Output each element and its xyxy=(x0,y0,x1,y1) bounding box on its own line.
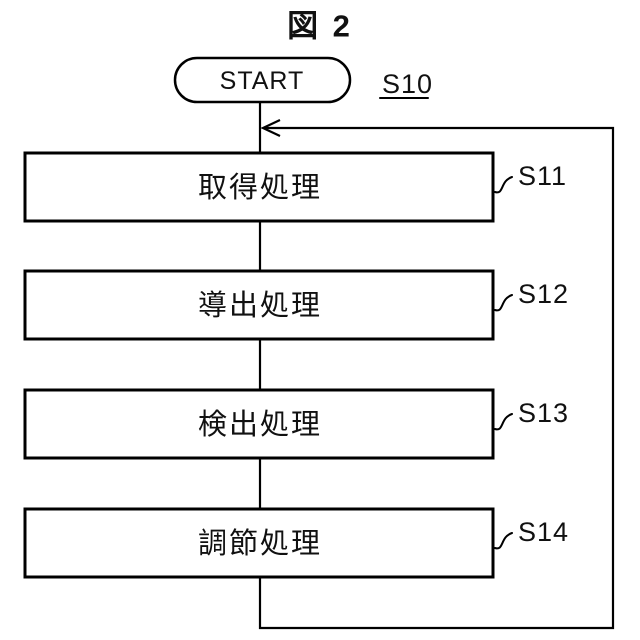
start-step-id-text: S10 xyxy=(382,69,433,99)
step-id-text: S14 xyxy=(518,517,569,547)
start-step-id: S10 xyxy=(379,69,433,99)
leader-squiggle xyxy=(494,532,513,550)
leader-squiggle xyxy=(494,294,513,312)
start-node: START xyxy=(173,56,352,104)
process-label: 取得処理 xyxy=(198,171,322,204)
step-id-text: S12 xyxy=(518,279,569,309)
start-label: START xyxy=(220,67,305,95)
process-label: 調節処理 xyxy=(198,527,322,560)
step-id-text: S13 xyxy=(518,398,569,428)
process-step-2: 導出処理 S12 xyxy=(23,269,569,341)
loop-back-line xyxy=(258,126,615,630)
figure-title: 図 2 xyxy=(287,9,353,44)
process-box xyxy=(23,388,495,460)
start-stadium-shape xyxy=(173,56,352,104)
process-step-1: 取得処理 S11 xyxy=(23,151,567,223)
leader-squiggle xyxy=(494,176,513,194)
loop-arrowhead-icon xyxy=(260,119,281,137)
process-box xyxy=(23,507,495,579)
process-label: 検出処理 xyxy=(198,408,322,441)
leader-squiggle xyxy=(494,413,513,431)
process-step-3: 検出処理 S13 xyxy=(23,388,569,460)
process-label: 導出処理 xyxy=(198,289,322,322)
process-box xyxy=(23,269,495,341)
step-id-text: S11 xyxy=(518,161,567,191)
process-step-4: 調節処理 S14 xyxy=(23,507,569,579)
process-box xyxy=(23,151,495,223)
